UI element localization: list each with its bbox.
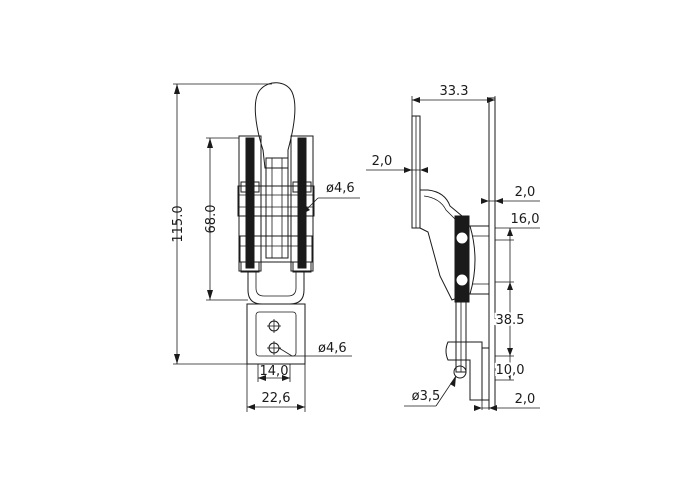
upper-cross-bracket [237, 185, 315, 217]
dim-lower-offset: 10,0 [494, 356, 526, 381]
dim-plate-thickness-top: 2,0 [366, 140, 428, 173]
pivot-pin-right [297, 209, 307, 219]
base-plate [246, 303, 306, 365]
side-hook-pin [453, 365, 467, 379]
dim-pin-diameter: ø3,5 [404, 375, 457, 407]
dim-total-height: 115.0 [171, 83, 272, 365]
dim-bracket-thickness: 2,0 [481, 185, 540, 204]
dim-upper-offset: 16,0 [495, 212, 540, 282]
dim-mid-span: 38.5 [494, 281, 526, 357]
lower-cross-bracket [239, 235, 313, 263]
dim-plate-thickness-bottom: 2,0 [474, 392, 540, 411]
right-lever-bar [297, 137, 307, 269]
dim-upper-offset-label: 16,0 [511, 212, 540, 227]
left-lever-bar [245, 137, 255, 269]
central-stem [265, 157, 289, 259]
dim-hole-spacing: 14,0 [257, 364, 291, 382]
dim-hole-upper-label: ø4,6 [326, 181, 355, 196]
dim-hole-upper: ø4,6 [301, 181, 360, 215]
nut-bottom-right [292, 261, 312, 273]
pivot-pin-left [245, 209, 255, 219]
dim-pin-diameter-label: ø3,5 [412, 389, 441, 404]
dim-stroke-height-label: 68.0 [204, 205, 219, 234]
side-catch-block [481, 347, 490, 401]
side-pin-lower [455, 273, 469, 287]
dim-overall-width: 33.3 [411, 84, 496, 116]
dim-bracket-thickness-label: 2,0 [515, 185, 536, 200]
front-view: 115.0 68.0 ø4,6 ø4,6 [171, 82, 360, 412]
nut-bottom-left [240, 261, 260, 273]
dim-base-width-label: 22,6 [262, 391, 291, 406]
side-arm-profile [419, 189, 463, 301]
nut-top-left [240, 181, 260, 193]
side-pin-upper [455, 231, 469, 245]
dim-hole-lower-label: ø4,6 [318, 341, 347, 356]
dim-stroke-height: 68.0 [204, 137, 248, 301]
dim-mid-span-label: 38.5 [496, 313, 525, 328]
dim-hole-lower: ø4,6 [278, 341, 352, 357]
nut-top-right [292, 181, 312, 193]
dim-plate-thickness-bottom-label: 2,0 [515, 392, 536, 407]
side-lower-hook [445, 341, 483, 401]
dim-hole-spacing-label: 14,0 [260, 364, 289, 379]
dim-overall-width-label: 33.3 [440, 84, 469, 99]
dim-plate-thickness-top-label: 2,0 [372, 154, 393, 169]
dim-base-width: 22,6 [246, 364, 306, 412]
dim-lower-offset-label: 10,0 [496, 363, 525, 378]
side-right-bracket [488, 97, 496, 409]
left-lever-plate [238, 135, 262, 272]
base-slot [255, 311, 297, 357]
side-view: 33.3 2,0 2,0 16,0 [366, 84, 540, 411]
side-link [454, 215, 470, 303]
dim-total-height-label: 115.0 [171, 205, 186, 242]
